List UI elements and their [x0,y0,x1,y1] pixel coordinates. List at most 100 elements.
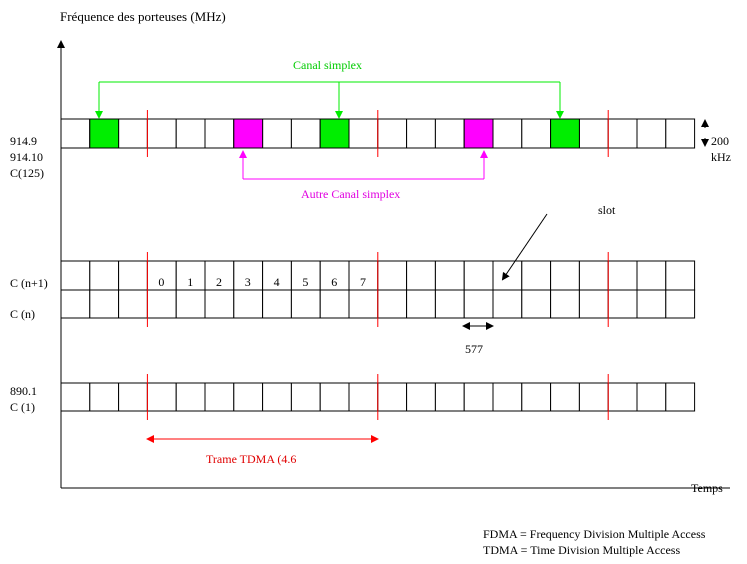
slot-cell [118,289,148,319]
slot-cell [463,289,494,319]
carrier-label-c1: C (1) [10,400,35,414]
slot-cell [233,289,264,319]
bandwidth-label-khz: kHz [711,150,731,164]
slot-cell [262,118,292,149]
slot-cell [665,289,696,319]
slot-cell [550,382,580,412]
slot-cell [550,289,580,319]
slot-cell [578,382,609,412]
slot-label: slot [598,203,616,217]
slot-cell [406,118,436,149]
slot-cell [175,382,206,412]
slot-number: 6 [331,275,338,289]
simplex-slot-magenta [233,118,264,149]
slot-cell [233,382,264,412]
slot-number: 7 [360,275,366,289]
slot-cell [89,260,120,291]
slot-cell [290,260,321,291]
slot-number: 3 [244,275,251,289]
slot-cell [118,118,148,149]
slot-cell [434,289,465,319]
simplex-slot-green [550,118,580,149]
slot-cell [290,289,321,319]
slot-cell [578,118,609,149]
carrier-label-cn1: C (n+1) [10,276,48,290]
slot-cell [319,289,350,319]
slot-cell [492,118,523,149]
slot-cell [60,382,91,412]
slot-cell [290,118,321,149]
slot-cell [665,382,696,412]
slot-cell [578,289,609,319]
slot-cell [406,382,436,412]
slot-cell [60,260,91,291]
carrier-label-890-1: 890.1 [10,384,37,398]
slot-cell [636,260,667,291]
slot-cell [463,260,494,291]
slot-number: 2 [216,275,222,289]
slot-cell [636,118,667,149]
simplex-slot-magenta [463,118,494,149]
slot-cell [492,260,523,291]
slot-cell [434,382,465,412]
frame-markers [146,110,609,420]
autre-canal-bracket [239,150,488,180]
slot-cell [146,382,177,412]
slot-cell [118,260,148,291]
slot-cell [377,382,408,412]
slot-cell [578,260,609,291]
slot-cell [492,382,523,412]
slot-number: 1 [187,275,194,289]
slot-cell [550,260,580,291]
slot-cell [348,118,379,149]
slot-cell [377,289,408,319]
slot-cell [521,118,552,149]
slot-cell [204,382,235,412]
slot-cell [521,260,552,291]
y-axis-label: Fréquence des porteuses (MHz) [60,9,226,24]
slot-cell [636,289,667,319]
slot-number: 4 [273,275,280,289]
simplex-slot-green [89,118,120,149]
legend-fdma: FDMA = Frequency Division Multiple Acces… [483,527,706,541]
slot-cell [175,260,206,291]
slot-cell [636,382,667,412]
carrier-row-c125 [60,118,696,149]
carrier-row-c1 [60,382,696,412]
slot-cell [607,260,638,291]
slot-cell [434,260,465,291]
slot-pointer-arrow [501,213,548,281]
canal-simplex-bracket [95,81,564,119]
slot-cell [290,382,321,412]
trame-tdma-label: Trame TDMA (4.6 [206,452,297,466]
bandwidth-label-200: 200 [711,134,729,148]
slot-cell [262,289,292,319]
slot-number: 0 [158,275,165,289]
slot-cell [146,118,177,149]
canal-simplex-label: Canal simplex [293,58,362,72]
slot-cell [175,289,206,319]
slot-cell [406,289,436,319]
slot-cell [89,289,120,319]
slot-cell [60,289,91,319]
legend-tdma: TDMA = Time Division Multiple Access [483,543,681,557]
carrier-label-914-9: 914.9 [10,134,37,148]
carrier-label-c125: C(125) [10,166,44,180]
x-axis-label: Temps [691,481,723,495]
carrier-label-cn: C (n) [10,307,35,321]
slot-cell [377,260,408,291]
slot-cell [434,118,465,149]
slot-cell [348,260,379,291]
slot-cell [262,260,292,291]
slot-cell [665,260,696,291]
slot-cell [204,118,235,149]
slot-cell [319,382,350,412]
slot-cell [377,118,408,149]
slot-cell [348,289,379,319]
slot-cell [204,289,235,319]
slot-number: 5 [302,275,309,289]
carrier-label-914-10: 914.10 [10,150,43,164]
slot-cell [665,118,696,149]
slot-cell [463,382,494,412]
